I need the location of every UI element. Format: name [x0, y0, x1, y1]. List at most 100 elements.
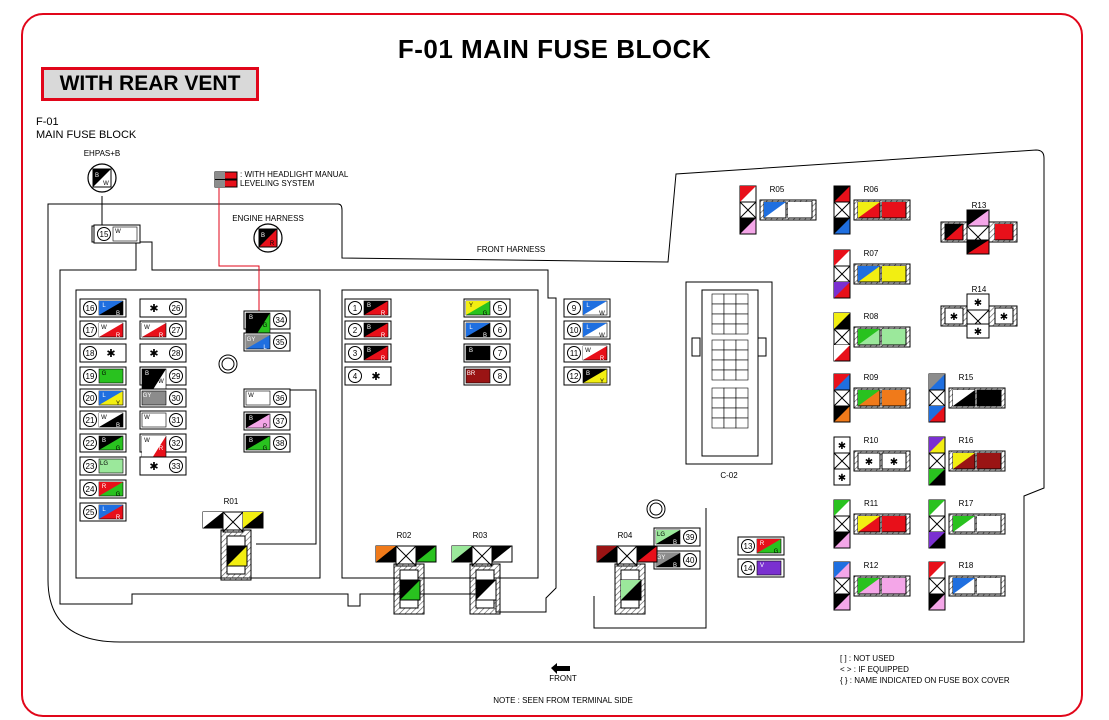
fuse-4: ✱4	[344, 366, 392, 386]
relay-R15: R15	[928, 373, 1006, 423]
relay-R09: R09	[833, 373, 911, 423]
svg-text:GY: GY	[657, 555, 666, 561]
svg-text:Y: Y	[600, 379, 604, 385]
diagram-frame	[21, 13, 1083, 717]
fuse-16-number: 16	[86, 304, 95, 313]
fuse-22-number: 22	[86, 439, 95, 448]
fuse-39-number: 39	[686, 533, 695, 542]
variant-badge: WITH REAR VENT	[41, 67, 259, 101]
fuse-1-number: 1	[353, 304, 358, 313]
svg-text:B: B	[367, 325, 371, 331]
fuse-20-number: 20	[86, 394, 95, 403]
fuse-1: BR1	[344, 298, 392, 318]
headlight-swatch	[214, 171, 238, 188]
svg-text:✱: ✱	[865, 457, 873, 468]
svg-text:R: R	[381, 333, 386, 339]
svg-text:B: B	[116, 423, 120, 429]
svg-text:✱: ✱	[950, 312, 958, 323]
fuse-23-number: 23	[86, 462, 95, 471]
block-code: F-01	[36, 116, 59, 128]
svg-text:✱: ✱	[838, 473, 846, 484]
inner-wall	[59, 241, 557, 613]
svg-text:B: B	[249, 416, 253, 422]
block-caption: F-01 MAIN FUSE BLOCK	[36, 116, 136, 142]
svg-text:✱: ✱	[838, 441, 846, 452]
fuse-26-number: 26	[172, 304, 181, 313]
svg-text:LG: LG	[100, 461, 108, 467]
svg-text:W: W	[599, 311, 605, 317]
svg-text:✱: ✱	[890, 457, 898, 468]
svg-text:G: G	[116, 492, 121, 498]
fuse-28: ✱28	[139, 343, 187, 363]
svg-text:W: W	[158, 379, 164, 385]
relay-R14: R14✱✱✱✱	[940, 285, 1018, 339]
fuse-24-number: 24	[86, 485, 95, 494]
fuse-33: ✱33	[139, 456, 187, 476]
svg-text:B: B	[95, 173, 99, 179]
svg-text:✱: ✱	[371, 371, 380, 383]
svg-text:R: R	[381, 311, 386, 317]
fuse-14: V14	[737, 558, 785, 578]
relay-R03: R03	[451, 531, 513, 615]
svg-text:B: B	[469, 348, 473, 354]
headlight-leader	[218, 188, 260, 316]
svg-text:GY: GY	[143, 393, 152, 399]
relay-R07: R07	[833, 249, 911, 299]
block-name: MAIN FUSE BLOCK	[36, 129, 137, 141]
svg-text:W: W	[144, 438, 150, 444]
relay-R14-label: R14	[972, 285, 987, 294]
svg-text:✱: ✱	[106, 348, 115, 360]
svg-text:L: L	[586, 325, 590, 331]
svg-text:G: G	[263, 323, 268, 329]
r01-channel	[256, 389, 317, 545]
relay-R08-label: R08	[864, 312, 879, 321]
fuse-9-number: 9	[572, 304, 577, 313]
fuse-11-number: 11	[570, 349, 579, 358]
ehpas-label: EHPAS+B	[84, 149, 121, 158]
relay-R01: R01	[202, 497, 264, 581]
legend-item-0: [ ] : NOT USED	[840, 654, 895, 663]
fuse-21-number: 21	[86, 416, 95, 425]
relay-R17-label: R17	[959, 499, 974, 508]
svg-text:B: B	[483, 333, 487, 339]
fuse-block-outline	[47, 149, 1045, 643]
front-label: FRONT	[549, 674, 577, 683]
svg-text:R: R	[600, 356, 605, 362]
fuse-35-number: 35	[276, 338, 285, 347]
svg-text:B: B	[673, 563, 677, 569]
engine-harness-label: ENGINE HARNESS	[232, 214, 304, 223]
svg-text:✱: ✱	[974, 327, 982, 338]
relay-R05: R05	[739, 185, 817, 235]
c02-label: C-02	[720, 471, 738, 480]
relay-R12-label: R12	[864, 561, 879, 570]
fuse-25-number: 25	[86, 508, 95, 517]
relay-R05-label: R05	[770, 185, 785, 194]
fuse-4-number: 4	[353, 372, 358, 381]
relay-R12: R12	[833, 561, 911, 611]
svg-text:R: R	[159, 333, 164, 339]
relay-R10-label: R10	[864, 436, 879, 445]
fuse-19-number: 19	[86, 372, 95, 381]
relay-R07-label: R07	[864, 249, 879, 258]
relay-R06-label: R06	[864, 185, 879, 194]
svg-text:Y: Y	[469, 303, 473, 309]
relay-R04-label: R04	[618, 531, 633, 540]
svg-text:W: W	[103, 181, 109, 187]
fuse-3: BR3	[344, 343, 392, 363]
mount-hole-right-inner	[649, 502, 663, 516]
svg-text:G: G	[102, 371, 107, 377]
left-bay	[75, 289, 321, 579]
fuse-7-number: 7	[498, 349, 503, 358]
svg-text:B: B	[586, 371, 590, 377]
relay-R16: R16	[928, 436, 1006, 486]
fuse-3-number: 3	[353, 349, 358, 358]
